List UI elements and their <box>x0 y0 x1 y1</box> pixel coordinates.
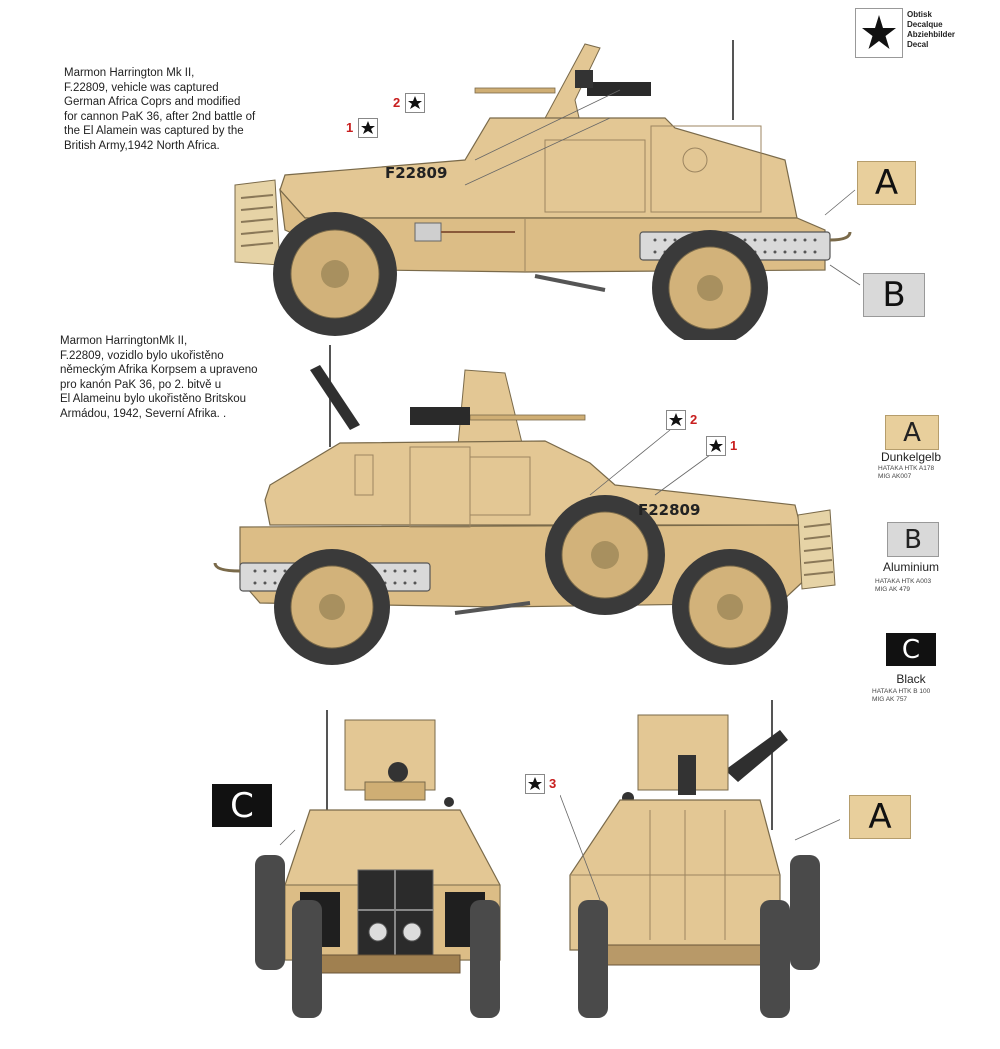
decal-star-icon <box>525 774 545 794</box>
vehicle-rear-view <box>560 700 840 1018</box>
serial-number: F22809 <box>385 164 447 182</box>
decal-number-2-mid: 2 <box>690 412 698 427</box>
serial-number: F22809 <box>638 501 700 519</box>
decal-number-1-mid: 1 <box>730 438 738 453</box>
legend-codes-a: HATAKA HTK A178 MIG AK007 <box>878 465 935 480</box>
callout-b-top: B <box>863 273 925 317</box>
decal-number-2-top: 2 <box>393 95 401 110</box>
decal-number-3: 3 <box>549 776 557 791</box>
caption-english: Marmon Harrington Mk II, F.22809, vehicl… <box>64 67 256 152</box>
legend-swatch-c: C <box>886 633 936 666</box>
legend-name-c: Black <box>896 672 926 686</box>
decal-number-1-top: 1 <box>346 120 354 135</box>
decal-star-icon <box>666 410 686 430</box>
decal-logo-text: Obtisk Decalque Abziehbilder Decal <box>907 10 956 49</box>
legend-codes-c: HATAKA HTK B 100 MIG AK 757 <box>872 688 931 703</box>
decal-logo <box>855 8 903 58</box>
legend-name-a: Dunkelgelb <box>880 450 942 464</box>
vehicle-front-view <box>255 710 501 1018</box>
vehicle-left-profile: F22809 <box>234 40 861 340</box>
callout-a-rear: A <box>849 795 911 839</box>
vehicle-right-profile: F22809 <box>213 345 836 665</box>
caption-czech: Marmon HarringtonMk II, F.22809, vozidlo… <box>60 335 258 420</box>
callout-a-top: A <box>857 161 916 205</box>
callout-c-front: C <box>212 784 272 827</box>
legend-codes-b: HATAKA HTK A003 MIG AK 479 <box>875 578 932 593</box>
legend-swatch-b: B <box>887 522 939 557</box>
decal-star-icon <box>405 93 425 113</box>
star-icon <box>862 15 896 49</box>
legend-swatch-a: A <box>885 415 939 450</box>
legend-name-b: Aluminium <box>882 560 939 574</box>
decal-star-icon <box>706 436 726 456</box>
decal-star-icon <box>358 118 378 138</box>
